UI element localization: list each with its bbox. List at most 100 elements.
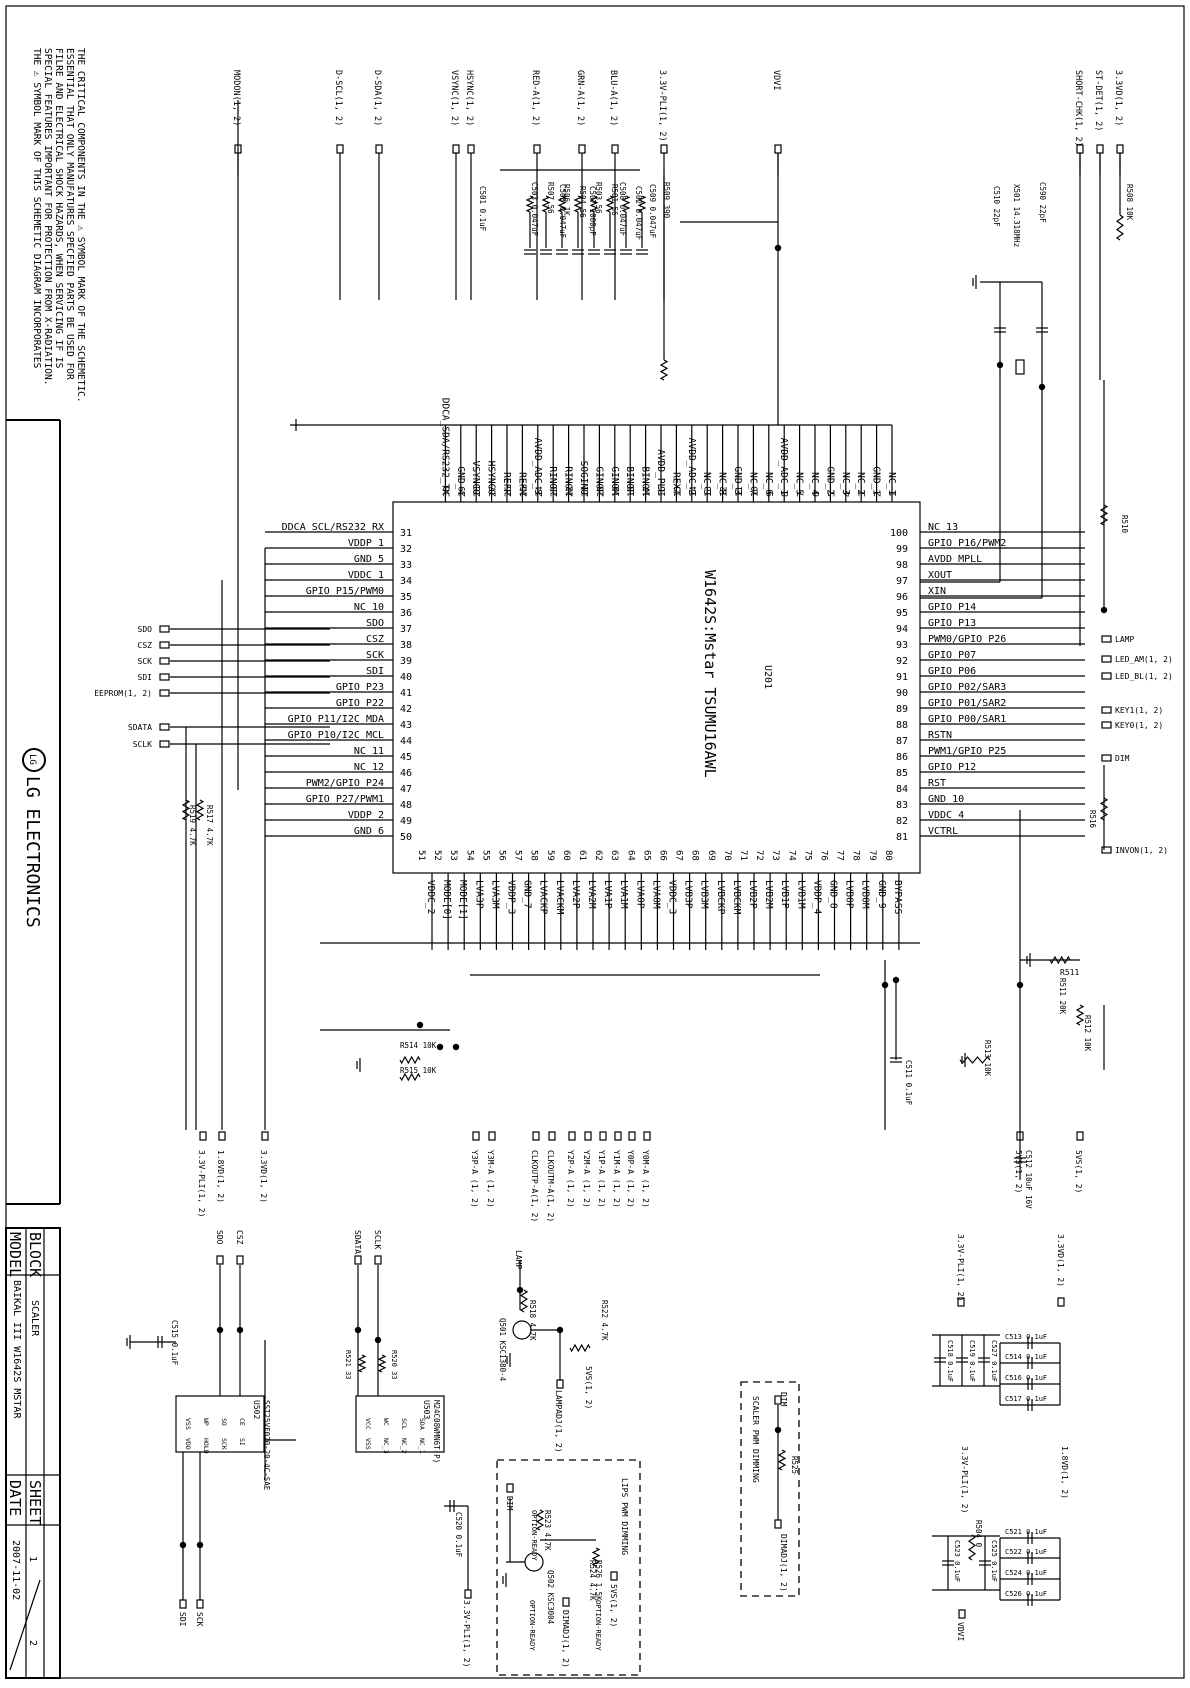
eeprom-pin: VDD	[184, 1438, 192, 1450]
lips-port-label: 5VS(1, 2)	[609, 1584, 618, 1627]
lamp-port-label: LAMPADJ(1, 2)	[554, 1390, 563, 1453]
ic-pin-name: VDDP_1	[348, 538, 384, 549]
ic-pin-name: LVA2M	[586, 880, 597, 909]
ic-pin-number: 80	[883, 850, 893, 861]
mem-part: M24C08WMN6T(P)	[432, 1400, 441, 1463]
mem-port-flag	[374, 1255, 382, 1265]
mem-pin: WC	[382, 1418, 390, 1426]
caps-c-vdvi: VDVI	[956, 1622, 965, 1641]
ic-pin-name: XIN	[928, 586, 946, 597]
ic-pin-number: 52	[432, 850, 442, 861]
top-component-label: R509 390	[662, 182, 671, 219]
junction	[236, 1326, 244, 1334]
bottom-port-label: Y0P-A (1, 2)	[626, 1150, 635, 1208]
ic-pin-name: BYPASS	[892, 880, 903, 915]
scaler-port-label: DIMADJ(1, 2)	[779, 1534, 788, 1592]
ic-pin-name: GPIO_P15/PWM0	[306, 586, 384, 597]
ic-pin-name: SCK	[366, 650, 384, 661]
caps-b-port-flag	[1057, 1297, 1065, 1307]
ic-pin-name: GPIO_P12	[928, 762, 976, 773]
date-value: 2007-11-02	[10, 1540, 21, 1600]
ic-pin-number: 89	[896, 704, 908, 715]
scaler-port-flag	[774, 1519, 782, 1529]
top-component-label: C507 1000pF	[588, 186, 597, 236]
bottom-port-flag	[614, 1131, 622, 1141]
ic-pin-name: GINOP	[593, 466, 604, 495]
right-port-flag	[1101, 721, 1112, 729]
ic-pin-number: 60	[561, 850, 571, 861]
top-component-label: C503 0.047uF	[530, 182, 539, 237]
left-port-label: CSZ	[138, 641, 153, 650]
ic-pin-name: CSZ	[366, 634, 384, 645]
junction	[179, 1541, 187, 1549]
top-port-label: GRN-A(1, 2)	[575, 70, 585, 126]
top-component-label: X501 14.318MHz	[1012, 184, 1021, 247]
ic-pin-number: 36	[400, 608, 412, 619]
bottom-port-flag	[261, 1131, 269, 1141]
right-port-label: LED_BL(1, 2)	[1115, 672, 1173, 681]
ic-pin-number: 15	[673, 486, 683, 497]
lips-note: OPTION-READY	[528, 1600, 536, 1651]
ic-pin-name: LVBCKP	[715, 880, 726, 915]
top-port-flag	[1076, 144, 1084, 154]
top-port-flag	[375, 144, 383, 154]
ic-pin-number: 68	[690, 850, 700, 861]
ic-pin-name: GPIO_P14	[928, 602, 976, 613]
right-component-label: R513 10K	[983, 1040, 992, 1077]
left-port-flag	[159, 641, 170, 649]
ic-pin-name: GND_3	[732, 466, 743, 495]
ic-pin-number: 17	[643, 486, 653, 497]
ic-pin-number: 66	[658, 850, 668, 861]
ic-pin-name: VSYNCO	[470, 461, 481, 496]
ic-pin-number: 33	[400, 560, 412, 571]
title-block	[5, 1227, 61, 1679]
warning-line: SPECIAL FEATURES IMPORTANT FOR PROTECTIO…	[42, 48, 53, 385]
left-port-label: SDATA	[128, 723, 152, 732]
top-port-flag	[452, 144, 460, 154]
ic-pin-name: GND_9	[876, 880, 887, 909]
ic-pin-number: 92	[896, 656, 908, 667]
top-port-flag	[234, 144, 242, 154]
ic-pin-name: SOGINO	[578, 461, 589, 496]
scaler-port-flag	[774, 1395, 782, 1405]
resistor	[959, 1056, 991, 1064]
right-component-label: C511 0.1uF	[904, 1060, 913, 1106]
ic-pin-name: GND_5	[354, 554, 384, 565]
ic-pin-number: 26	[504, 486, 514, 497]
junction	[996, 361, 1004, 369]
warning-note: THE ⚠ SYMBOL MARK OF THIS SCHEMETIC DIAG…	[31, 48, 86, 403]
caps-d-label: C524 0.1uF	[1005, 1569, 1047, 1577]
caps-c-label: C525 0.1uF	[990, 1540, 998, 1582]
ic-pin-number: 46	[400, 768, 412, 779]
mem-pin: SDA	[418, 1418, 426, 1430]
top-port-label: SHORT-CHK(1, 2)	[1073, 70, 1083, 147]
ic-pin-name: GPIO_P02/SAR3	[928, 682, 1006, 693]
lips-part: Q502 KSC3004	[546, 1570, 555, 1625]
ic-pin-name: RST	[928, 778, 946, 789]
left-port-flag	[159, 673, 170, 681]
bottom-port-label: 5VS(1, 2)	[1074, 1150, 1083, 1193]
top-port-label: RED-A(1, 2)	[530, 70, 540, 126]
lips-title: LIPS PWM DIMMING	[620, 1478, 629, 1555]
ic-body	[392, 501, 921, 874]
ic-pin-number: 64	[625, 850, 635, 861]
ic-pin-number: 70	[722, 850, 732, 861]
bottom-port-label: Y3P-A (1, 2)	[470, 1150, 479, 1208]
ic-pin-name: GPIO_P11/I2C_MDA	[288, 714, 384, 725]
resistor	[777, 1449, 787, 1471]
ic-pin-name: VDDC_4	[928, 810, 964, 821]
lips-port-flag	[506, 1483, 514, 1493]
junction	[196, 1541, 204, 1549]
ic-pin-number: 37	[400, 624, 412, 635]
lips-part: R523 4.7K	[543, 1510, 552, 1551]
top-component-label: R507 56	[546, 182, 555, 214]
eeprom-pin: HOLD	[202, 1438, 210, 1454]
ic-pin-name: LVA0P	[634, 880, 645, 909]
junction	[516, 1286, 524, 1294]
resistor	[525, 195, 535, 213]
ic-pin-number: 7	[797, 492, 807, 497]
ic-pin-number: 54	[464, 850, 474, 861]
ic-pin-number: 45	[400, 752, 412, 763]
brand-name: LG ELECTRONICS	[22, 776, 43, 928]
resistor	[1075, 1004, 1085, 1026]
